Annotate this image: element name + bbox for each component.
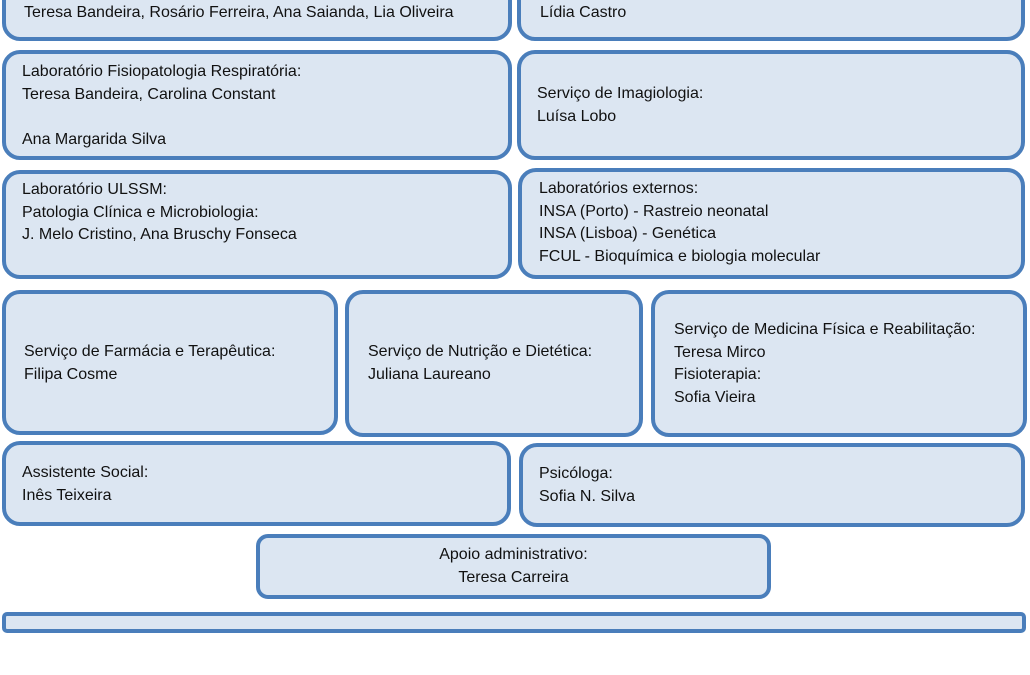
box-top-left [2,0,512,41]
box-apoio-administrativo [256,534,771,599]
box-lab-fisiopatologia [2,50,512,160]
blank-line [22,106,301,129]
lab-line: INSA (Porto) - Rastreio neonatal [539,202,769,220]
name-line: Filipa Cosme [24,365,118,383]
subtitle-line: Fisioterapia: [674,366,762,383]
name-line: J. Melo Cristino, Ana Bruschy Fonseca [22,226,297,243]
name-line: Teresa Carreira [458,568,569,586]
title-line: Serviço de Medicina Física e Reabilitaçã… [674,321,976,338]
box-top-right [517,0,1025,41]
bottom-bar [2,612,1026,633]
name-line: Ana Margarida Silva [22,130,167,148]
box-nutricao [345,290,643,437]
box-psicologa [519,443,1025,527]
box-assistente-social [2,441,511,526]
title-line: Apoio administrativo: [439,546,588,563]
box-farmacia-text: Serviço de Farmácia e Terapêutica: Filipa… [24,341,275,386]
title-line: Assistente Social: [22,464,149,481]
name-line: Teresa Mirco [674,343,766,361]
name-line: Sofia N. Silva [539,487,636,505]
box-psicologa-text: Psicóloga: Sofia N. Silva [539,463,635,508]
title-line: Laboratório ULSSM: [22,181,167,198]
box-medicina-fisica-text: Serviço de Medicina Física e Reabilitaçã… [674,319,975,409]
box-assistente-social-text: Assistente Social: Inês Teixeira [22,462,148,507]
title-line: Serviço de Nutrição e Dietética: [368,343,593,360]
title-line: Laboratório Fisiopatologia Respiratória: [22,63,302,80]
box-imagiologia-text: Serviço de Imagiologia: Luísa Lobo [537,83,703,128]
box-medicina-fisica [651,290,1027,437]
title-line: Serviço de Farmácia e Terapêutica: [24,343,276,360]
box-lab-ulssm-text: Laboratório ULSSM: Patologia Clínica e Mi… [22,179,297,247]
box-lab-ulssm [2,170,512,279]
name-line: Luísa Lobo [537,107,617,125]
title-line: Serviço de Imagiologia: [537,85,704,102]
box-top-right-text: Lídia Castro [540,2,626,25]
lab-line: INSA (Lisboa) - Genética [539,225,716,242]
name-line: Teresa Bandeira, Carolina Constant [22,85,276,103]
lab-line: FCUL - Bioquímica e biologia molecular [539,247,821,265]
box-lab-externos-text: Laboratórios externos: INSA (Porto) - Ras… [539,178,820,268]
name-line: Inês Teixeira [22,486,112,504]
box-top-left-text: Teresa Bandeira, Rosário Ferreira, Ana S… [24,2,454,25]
box-apoio-administrativo-text: Apoio administrativo: Teresa Carreira [256,544,771,589]
name-line: Juliana Laureano [368,365,491,383]
name-line: Lídia Castro [540,4,627,21]
name-line: Teresa Bandeira, Rosário Ferreira, Ana S… [24,4,454,21]
box-nutricao-text: Serviço de Nutrição e Dietética: Juliana … [368,341,592,386]
box-lab-externos [518,168,1025,279]
title-line: Laboratórios externos: [539,180,699,197]
subtitle-line: Patologia Clínica e Microbiologia: [22,203,259,221]
box-farmacia [2,290,338,435]
name-line: Sofia Vieira [674,388,756,406]
title-line: Psicóloga: [539,465,613,482]
box-lab-fisiopatologia-text: Laboratório Fisiopatologia Respiratória:… [22,61,301,151]
box-imagiologia [517,50,1025,160]
